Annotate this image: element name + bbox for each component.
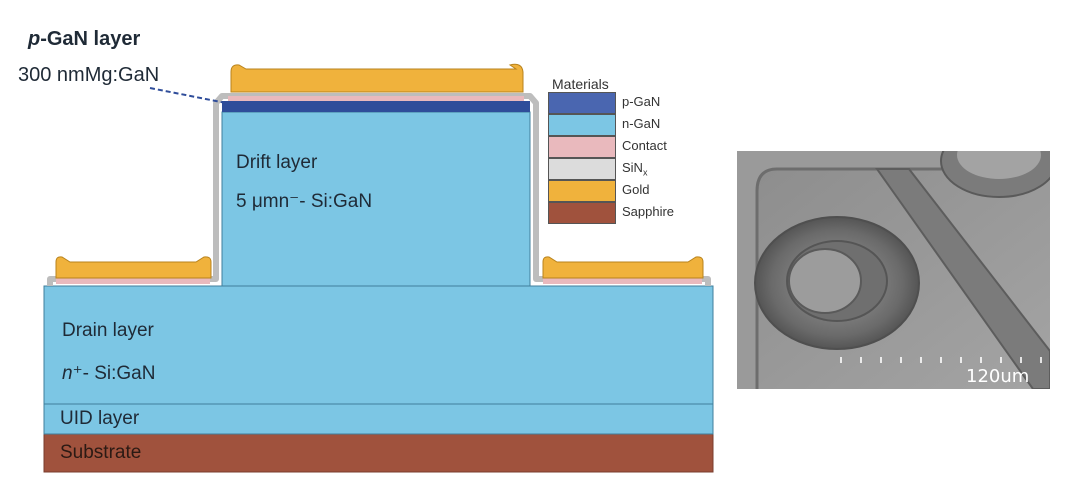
- drain-sub-italic: n: [62, 363, 73, 384]
- sem-frame-inner: [755, 167, 1050, 389]
- legend-swatch-sapphire: [548, 202, 616, 224]
- legend-swatch-sin: [548, 158, 616, 180]
- sem-diagonal-strip: [875, 168, 1050, 389]
- drain-layer-sub: n⁺- Si:GaN: [62, 362, 155, 385]
- callout-title: p-GaN layer: [28, 28, 140, 51]
- callout-subtitle: 300 nmMg:GaN: [18, 64, 160, 86]
- anode-contact: [228, 96, 524, 101]
- callout-title-italic: p: [28, 28, 41, 50]
- uid-layer-label: UID layer: [60, 408, 140, 429]
- legend-swatch-contact: [548, 136, 616, 158]
- left-cathode-contact: [56, 278, 210, 284]
- legend-title: Materials: [552, 76, 609, 92]
- legend-label-sin: SiNx: [622, 160, 647, 178]
- sem-scale-label: 120um: [966, 366, 1030, 387]
- device-cross-section: [43, 63, 714, 473]
- left-cathode-gold: [55, 256, 212, 279]
- legend-label-sapphire: Sapphire: [622, 204, 675, 219]
- callout-leader-line: [149, 87, 227, 104]
- drain-layer-title: Drain layer: [62, 320, 154, 341]
- substrate-layer: [43, 433, 714, 473]
- legend-label-pgan: p-GaN: [622, 94, 661, 109]
- sem-micrograph: [737, 151, 1050, 389]
- legend-label-sin-sub: x: [642, 167, 648, 178]
- uid-layer: [43, 403, 714, 435]
- legend-label-ngan: n-GaN: [622, 116, 661, 131]
- drain-sub-rest: ⁺- Si:GaN: [72, 363, 156, 384]
- drift-layer-sub: 5 μmn⁻- Si:GaN: [236, 191, 373, 212]
- legend-swatch-pgan: [548, 92, 616, 114]
- right-cathode-gold: [542, 256, 704, 279]
- sem-ring-center: [788, 248, 862, 314]
- legend-swatch-ngan: [548, 114, 616, 136]
- sem-scale-ticks: [840, 357, 1042, 363]
- sem-top-right-ring-inner: [957, 151, 1041, 179]
- drift-layer-title: Drift layer: [236, 152, 318, 173]
- drain-layer: [43, 285, 714, 405]
- legend-label-sin-text: SiN: [622, 160, 643, 175]
- callout-title-rest: -GaN layer: [40, 28, 141, 50]
- legend: Materials p-GaN n-GaN Contact SiNx Gold …: [548, 76, 708, 226]
- right-cathode-contact: [543, 278, 702, 284]
- legend-label-gold: Gold: [622, 182, 650, 197]
- substrate-label: Substrate: [60, 442, 142, 463]
- anode-gold-pad: [230, 63, 524, 93]
- drift-layer: [221, 111, 531, 287]
- legend-swatch-gold: [548, 180, 616, 202]
- legend-label-contact: Contact: [622, 138, 667, 153]
- pgan-layer: [222, 101, 530, 112]
